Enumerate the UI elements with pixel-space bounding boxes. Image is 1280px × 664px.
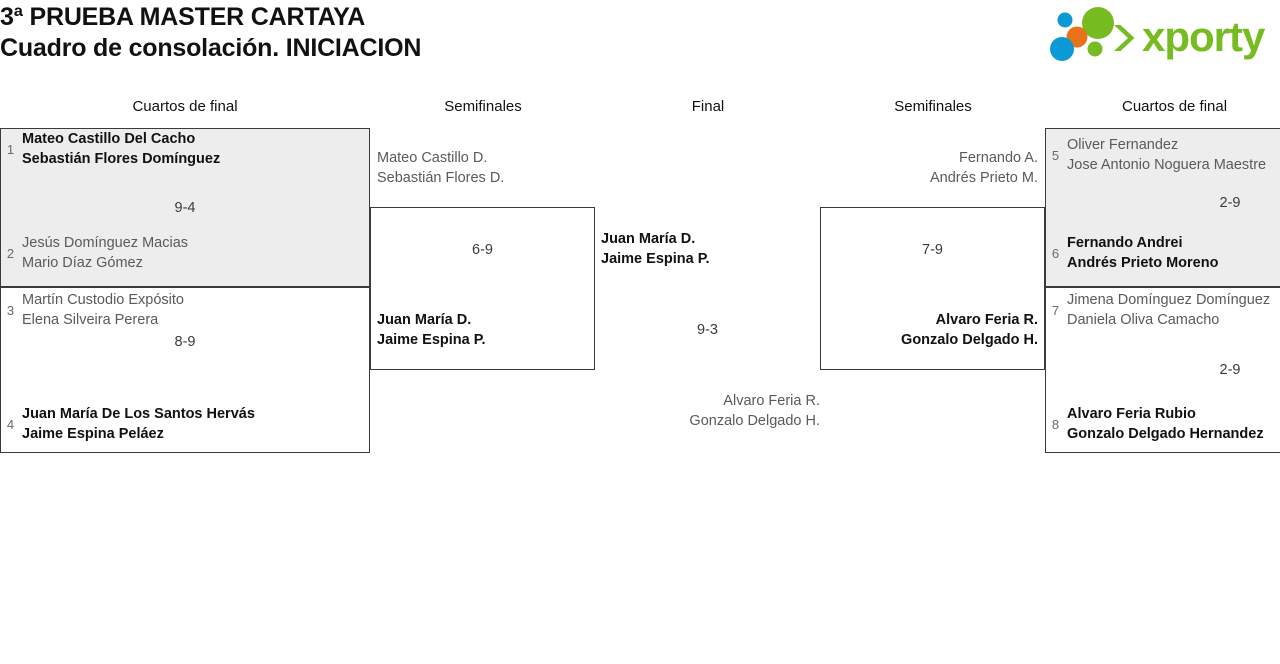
round-header-qf-right: Cuartos de final (1122, 98, 1228, 115)
sf-left-match-box[interactable] (370, 207, 595, 370)
round-header-final: Final (691, 98, 725, 115)
team-names: Fernando Andrei Andrés Prieto Moreno (1067, 234, 1218, 273)
team-names: Alvaro Feria R. Gonzalo Delgado H. (901, 311, 1038, 350)
player-name: Gonzalo Delgado Hernandez (1067, 425, 1264, 442)
player-name: Andrés Prieto Moreno (1067, 254, 1219, 271)
team-names: Juan María De Los Santos Hervás Jaime Es… (22, 405, 255, 444)
qf-left-seed-3[interactable]: 3 Martín Custodio Expósito Elena Silveir… (6, 291, 361, 330)
sf-right-score: 7-9 (922, 242, 943, 258)
player-name: Daniela Oliva Camacho (1067, 311, 1220, 328)
team-names: Mateo Castillo D. Sebastián Flores D. (377, 149, 504, 188)
seed-number: 3 (6, 303, 15, 318)
final-team-1[interactable]: Juan María D. Jaime Espina P. (601, 230, 816, 269)
sf-left-team-2[interactable]: Juan María D. Jaime Espina P. (377, 311, 592, 350)
player-name: Mateo Castillo Del Cacho (22, 131, 196, 147)
qf-right-match-2-box[interactable] (1045, 287, 1280, 453)
player-name: Gonzalo Delgado H. (689, 412, 820, 429)
team-names: Oliver Fernandez Jose Antonio Noguera Ma… (1067, 136, 1266, 175)
round-header-sf-left: Semifinales (444, 98, 522, 115)
team-names: Fernando A. Andrés Prieto M. (930, 149, 1038, 188)
team-names: Martín Custodio Expósito Elena Silveira … (22, 291, 184, 330)
player-name: Jose Antonio Noguera Maestre (1067, 156, 1267, 173)
sf-left-score: 6-9 (472, 242, 493, 258)
player-name: Elena Silveira Perera (22, 311, 159, 328)
player-name: Jaime Espina P. (601, 250, 710, 267)
seed-number: 5 (1051, 148, 1060, 163)
team-names: Jimena Domínguez Domínguez Daniela Oliva… (1067, 291, 1270, 330)
qf-left-score-1: 9-4 (174, 200, 196, 216)
player-name: Juan María D. (601, 231, 696, 247)
qf-right-score-1: 2-9 (1219, 195, 1241, 211)
seed-number: 1 (6, 142, 15, 157)
team-names: Mateo Castillo Del Cacho Sebastián Flore… (22, 130, 220, 169)
qf-right-seed-5[interactable]: 5 Oliver Fernandez Jose Antonio Noguera … (1051, 136, 1280, 175)
final-team-2[interactable]: Alvaro Feria R. Gonzalo Delgado H. (605, 392, 820, 431)
tournament-title: 3ª PRUEBA MASTER CARTAYA (0, 3, 366, 31)
qf-left-match-2-box[interactable] (0, 287, 370, 453)
logo-wordmark: xporty (1142, 13, 1266, 60)
qf-right-match-1-box[interactable] (1045, 128, 1280, 287)
player-name: Oliver Fernandez (1067, 137, 1179, 153)
sf-left-team-1[interactable]: Mateo Castillo D. Sebastián Flores D. (377, 149, 592, 188)
qf-left-seed-4[interactable]: 4 Juan María De Los Santos Hervás Jaime … (6, 405, 361, 444)
qf-left-score-2: 8-9 (174, 334, 196, 350)
player-name: Sebastián Flores Domínguez (22, 150, 221, 167)
player-name: Juan María De Los Santos Hervás (22, 406, 255, 422)
qf-right-seed-6[interactable]: 6 Fernando Andrei Andrés Prieto Moreno (1051, 234, 1280, 273)
sf-right-match-box[interactable] (820, 207, 1045, 370)
seed-number: 8 (1051, 417, 1060, 432)
final-score: 9-3 (697, 322, 718, 338)
team-names: Jesús Domínguez Macias Mario Díaz Gómez (22, 234, 188, 273)
logo-dot-blue-large (1050, 37, 1074, 61)
team-names: Juan María D. Jaime Espina P. (601, 230, 710, 269)
logo-dot-blue-small (1057, 12, 1073, 28)
player-name: Jimena Domínguez Domínguez (1067, 292, 1271, 308)
qf-right-seed-7[interactable]: 7 Jimena Domínguez Domínguez Daniela Oli… (1051, 291, 1280, 330)
qf-right-score-2: 2-9 (1219, 362, 1241, 378)
qf-left-match-1-box[interactable] (0, 128, 370, 287)
seed-number: 6 (1051, 246, 1060, 261)
sf-right-team-1[interactable]: Fernando A. Andrés Prieto M. (822, 149, 1038, 188)
qf-left-seed-2[interactable]: 2 Jesús Domínguez Macias Mario Díaz Góme… (6, 234, 361, 273)
team-names: Alvaro Feria Rubio Gonzalo Delgado Herna… (1067, 405, 1264, 444)
player-name: Mario Díaz Gómez (22, 254, 143, 271)
logo-dot-green-small (1087, 41, 1103, 57)
player-name: Jaime Espina Peláez (22, 425, 164, 442)
player-name: Sebastián Flores D. (377, 169, 505, 186)
round-header-qf-left: Cuartos de final (132, 98, 238, 115)
player-name: Fernando A. (959, 150, 1038, 166)
seed-number: 2 (6, 246, 15, 261)
player-name: Alvaro Feria Rubio (1067, 406, 1196, 422)
player-name: Alvaro Feria R. (935, 312, 1038, 328)
qf-right-seed-8[interactable]: 8 Alvaro Feria Rubio Gonzalo Delgado Her… (1051, 405, 1280, 444)
player-name: Gonzalo Delgado H. (901, 331, 1038, 348)
player-name: Mateo Castillo D. (377, 150, 488, 166)
team-names: Alvaro Feria R. Gonzalo Delgado H. (689, 392, 820, 431)
logo-chevron (1114, 25, 1135, 51)
qf-left-seed-1[interactable]: 1 Mateo Castillo Del Cacho Sebastián Flo… (6, 130, 361, 169)
player-name: Alvaro Feria R. (723, 393, 820, 409)
player-name: Andrés Prieto M. (930, 169, 1038, 186)
player-name: Martín Custodio Expósito (22, 292, 184, 308)
page-title: 3ª PRUEBA MASTER CARTAYA Cuadro de conso… (0, 0, 760, 64)
player-name: Fernando Andrei (1067, 235, 1183, 251)
xporty-logo[interactable]: xporty (1042, 4, 1274, 66)
round-header-sf-right: Semifinales (894, 98, 972, 115)
team-names: Juan María D. Jaime Espina P. (377, 311, 486, 350)
logo-dot-green-large (1082, 7, 1114, 39)
player-name: Jesús Domínguez Macias (22, 235, 189, 251)
sf-right-team-2[interactable]: Alvaro Feria R. Gonzalo Delgado H. (822, 311, 1038, 350)
seed-number: 4 (6, 417, 15, 432)
player-name: Juan María D. (377, 312, 472, 328)
player-name: Jaime Espina P. (377, 331, 486, 348)
tournament-subtitle: Cuadro de consolación. INICIACION (0, 34, 422, 62)
seed-number: 7 (1051, 303, 1060, 318)
